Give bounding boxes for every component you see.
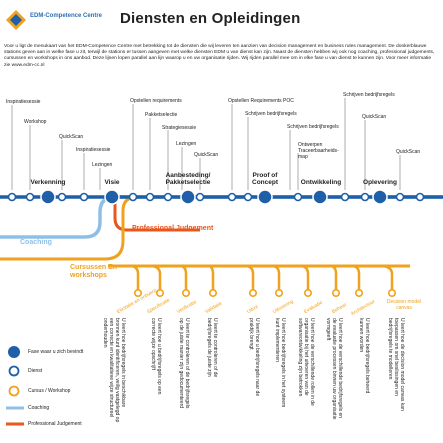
course-description: U leert hoe u bedrijfsregels naar de pra…	[248, 318, 260, 397]
station-label: Opstellen requirements	[130, 98, 182, 104]
phase-label: Aanbesteding/ Pakketselectie	[165, 172, 211, 186]
cursussen-label: Cursussen En workshops	[70, 264, 118, 279]
station-label: Lezingen	[92, 162, 113, 168]
station-label: QuickScan	[59, 134, 84, 140]
professional-judgement-line	[113, 197, 200, 232]
logo	[6, 10, 26, 30]
course-description: U leert hoe bedrijfsregels beheerd kunne…	[358, 318, 370, 394]
station-label: Inspiratiesessie	[76, 147, 111, 153]
course-description: U leert hoe de verschillende rollen in d…	[297, 318, 315, 406]
station-label: QuickScan	[194, 152, 219, 158]
station-label: Strategiesessie	[162, 125, 197, 131]
station-label: Schrijven bedrijfsregels	[343, 92, 395, 98]
course-description: U leert hoe u bedrijfsregels op een corr…	[150, 318, 162, 395]
station-label: Pakketselectie	[145, 112, 178, 118]
station-label: Workshop	[24, 119, 47, 125]
legend-symbols	[6, 346, 24, 426]
course-description: U leert te controleren of de bedrijfsreg…	[206, 318, 218, 378]
course-label: Decision model canvas	[386, 299, 422, 311]
legend-professional-judgement: Professional Judgement	[28, 421, 82, 427]
course-description: U leert hoe de verschillende bedrijfsreg…	[325, 318, 343, 420]
station-label: Ontwerpen Traceerbaarheids-map	[298, 142, 339, 160]
phase-label: Verkenning	[30, 179, 66, 186]
course-description: U leert hoe de decision model canvas kan…	[387, 318, 405, 411]
logo-text: EDM-Competence Centre	[30, 13, 103, 19]
station-label: Opstellen Requirements POC	[228, 98, 294, 104]
professional-judgement-label: Professional Judgement	[132, 225, 214, 232]
page-title: Diensten en Opleidingen	[120, 10, 301, 27]
phase-label: Oplevering	[363, 179, 397, 186]
course-stations	[134, 288, 396, 297]
legend-service: Dienst	[28, 368, 43, 374]
course-description: U leert te controleren of de bedrijfsreg…	[178, 318, 190, 409]
coaching-label: Coaching	[20, 239, 52, 246]
station-label: QuickScan	[362, 114, 387, 120]
phase-label: Ontwikkeling	[300, 179, 342, 186]
legend-phase: Fase waar u zich bevindt	[28, 349, 84, 355]
legend-course: Cursus / Workshop	[28, 388, 71, 394]
course-branches	[129, 264, 394, 292]
course-description: U leert hoe bedrijfsregels in beschikbar…	[102, 318, 126, 423]
station-label: Inspiratiesessie	[6, 99, 41, 105]
phase-label: Proof of Concept	[252, 172, 278, 186]
phase-label: Visie	[104, 179, 120, 186]
legend-coaching: Coaching	[28, 405, 50, 411]
station-label: Lezingen	[176, 141, 197, 147]
course-description: U leert hoe bedrijfsregels in het systee…	[274, 318, 286, 408]
station-label: Schrijven bedrijfsregels	[287, 124, 339, 130]
service-stations	[7, 192, 425, 202]
phase-stations	[40, 189, 388, 205]
intro-text: Voor u ligt de menukaart van het EDM-Com…	[4, 44, 435, 68]
station-label: QuickScan	[396, 149, 421, 155]
station-ticks	[11, 98, 401, 190]
station-label: Schrijven bedrijfsregels	[245, 111, 297, 117]
